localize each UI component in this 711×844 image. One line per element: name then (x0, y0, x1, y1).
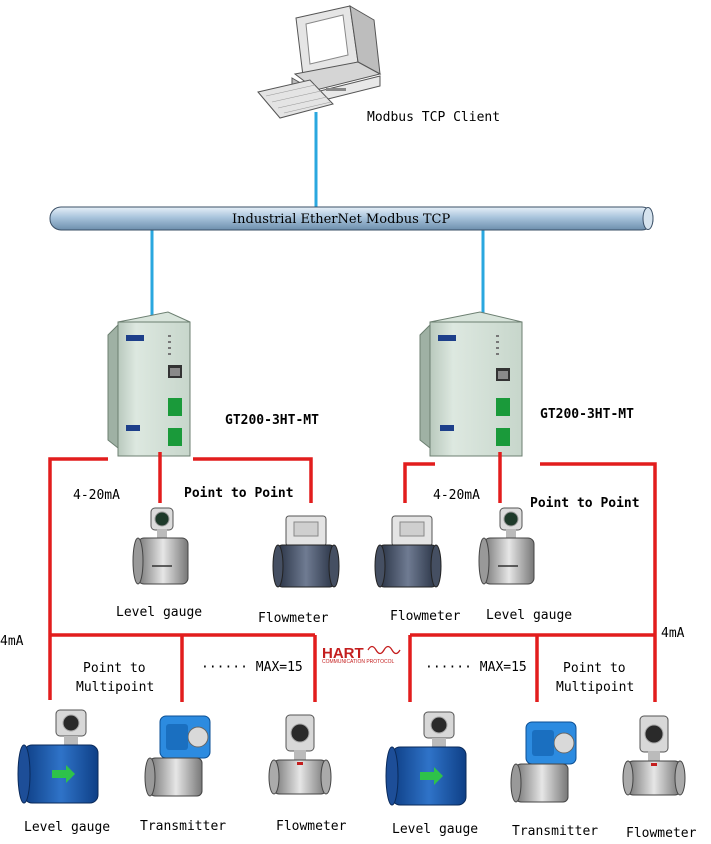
device-label-left-p2p-1: Level gauge (116, 605, 202, 620)
analog-label-left: 4-20mA (73, 488, 120, 503)
flowmeter-icon (622, 715, 686, 796)
hart-wiring (48, 452, 657, 702)
gateway-right (419, 311, 523, 457)
device-label-left-multi-1: Level gauge (24, 820, 110, 835)
device-label-right-multi-1: Level gauge (392, 822, 478, 837)
analog-label-right: 4-20mA (433, 488, 480, 503)
ethernet-cables (150, 112, 485, 325)
flowmeter-icon (374, 515, 442, 588)
gateway-device-icon (419, 311, 523, 457)
edge-label-left: 4mA (0, 634, 24, 649)
level-gauge-icon (478, 507, 535, 585)
multi-label-right-2: Multipoint (556, 680, 634, 695)
multi-label-right-1: Point to (563, 661, 626, 676)
gateway-left (107, 311, 191, 457)
device-label-left-multi-2: Transmitter (140, 819, 226, 834)
device-label-right-multi-3: Flowmeter (626, 826, 697, 841)
device-label-right-p2p-1: Flowmeter (390, 609, 461, 624)
desktop-computer-icon (257, 5, 382, 119)
max-label-right: ······ MAX=15 (425, 660, 527, 675)
level-gauge-icon (385, 711, 467, 806)
bus-label: Industrial EtherNet Modbus TCP (232, 212, 451, 227)
client-label: Modbus TCP Client (367, 110, 500, 125)
transmitter-icon (144, 715, 211, 797)
multi-label-left-1: Point to (83, 661, 146, 676)
transmitter-icon (510, 721, 577, 803)
flowmeter-icon (268, 714, 332, 795)
device-label-left-multi-3: Flowmeter (276, 819, 347, 834)
gateway-left-label: GT200-3HT-MT (225, 413, 319, 428)
device-label-right-p2p-2: Level gauge (486, 608, 572, 623)
p2p-label-right: Point to Point (530, 496, 640, 511)
hart-logo: HART COMMUNICATION PROTOCOL (322, 645, 401, 665)
level-gauge-icon (17, 709, 99, 804)
gateway-device-icon (107, 311, 191, 457)
max-label-left: ······ MAX=15 (201, 660, 303, 675)
gateway-right-label: GT200-3HT-MT (540, 407, 634, 422)
ethernet-bus (49, 206, 654, 231)
p2p-label-left: Point to Point (184, 486, 294, 501)
edge-label-right: 4mA (661, 626, 685, 641)
flowmeter-icon (272, 515, 340, 588)
device-label-right-multi-2: Transmitter (512, 824, 598, 839)
multi-label-left-2: Multipoint (76, 680, 154, 695)
level-gauge-icon (132, 507, 189, 585)
hart-logo-subtitle: COMMUNICATION PROTOCOL (322, 659, 395, 665)
hart-logo-text: HART (322, 645, 364, 662)
device-label-left-p2p-2: Flowmeter (258, 611, 329, 626)
